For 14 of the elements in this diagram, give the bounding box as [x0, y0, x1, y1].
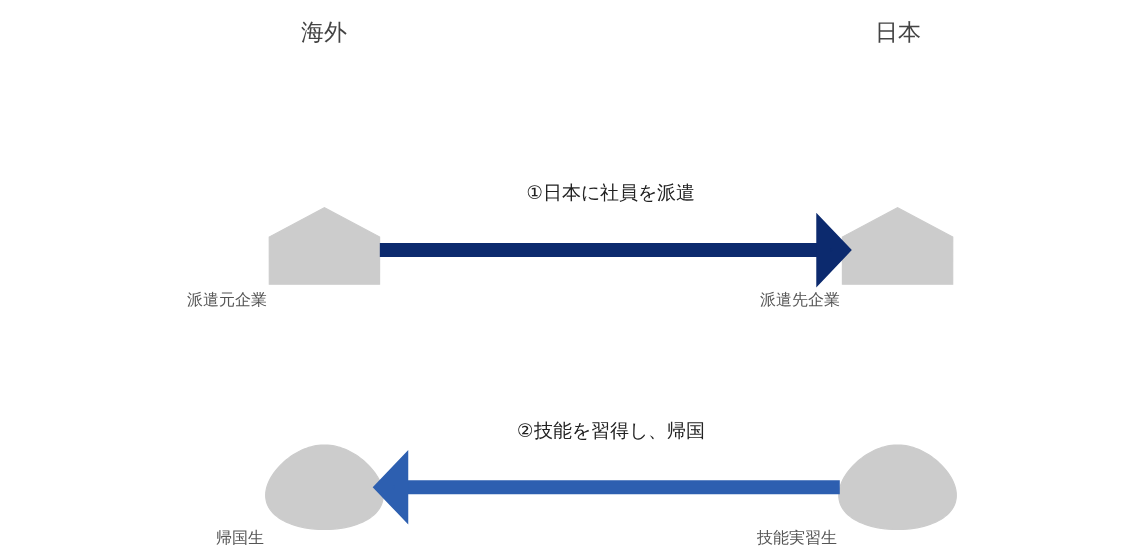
- arrow: [379, 212, 852, 288]
- node-person: [264, 444, 384, 531]
- node-label: 派遣先企業: [759, 290, 840, 310]
- label: 海外: [300, 17, 347, 46]
- arrow: [372, 449, 840, 525]
- node-factory: [841, 207, 953, 285]
- edge-label: ①日本に社員を派遣: [526, 182, 695, 204]
- node-factory: [268, 207, 380, 285]
- node-label: 技能実習生: [756, 527, 837, 547]
- label: 日本: [874, 17, 921, 46]
- node-label: 帰国生: [215, 527, 264, 547]
- edge-label: ②技能を習得し、帰国: [516, 419, 705, 441]
- node-label: 派遣元企業: [186, 290, 267, 310]
- node-person: [837, 444, 957, 531]
